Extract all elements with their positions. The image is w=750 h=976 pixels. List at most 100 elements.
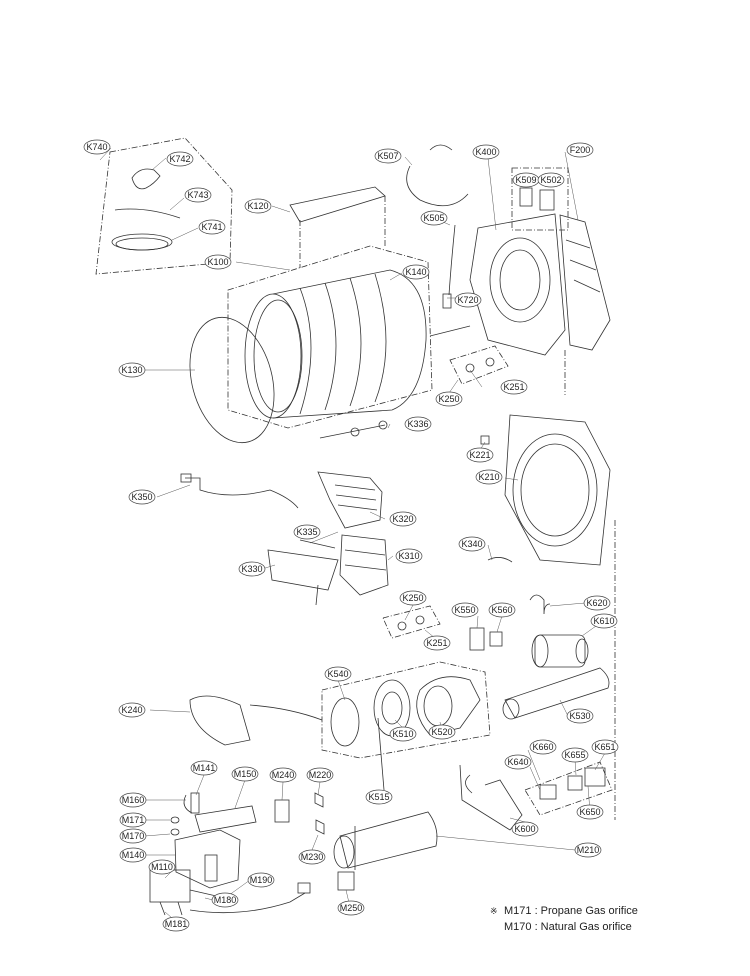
label-bubble xyxy=(435,391,463,407)
label-text: M110 xyxy=(151,862,173,872)
label-bubble xyxy=(148,859,176,875)
idler-group-outline xyxy=(524,761,613,816)
label-bubble xyxy=(566,708,594,724)
label-text: K509 xyxy=(515,175,536,185)
label-k651: K651 xyxy=(591,739,619,755)
label-bubble xyxy=(402,264,430,280)
label-text: M250 xyxy=(340,903,363,913)
label-k140: K140 xyxy=(402,264,430,280)
label-m110: M110 xyxy=(148,859,176,875)
note-symbol: ※ xyxy=(490,906,498,916)
label-m190: M190 xyxy=(247,872,275,888)
label-text: K515 xyxy=(368,792,389,802)
label-text: K221 xyxy=(469,450,490,460)
label-text: K540 xyxy=(327,669,348,679)
label-text: K120 xyxy=(247,201,268,211)
label-m170: M170 xyxy=(119,828,147,844)
label-k741: K741 xyxy=(198,219,226,235)
label-text: K742 xyxy=(169,154,190,164)
label-k510: K510 xyxy=(389,726,417,742)
label-k560: K560 xyxy=(488,602,516,618)
label-text: K560 xyxy=(491,605,512,615)
wire-harness-part xyxy=(406,144,469,207)
label-text: K340 xyxy=(461,539,482,549)
label-bubble xyxy=(488,602,516,618)
label-k120: K120 xyxy=(244,198,272,214)
label-bubble xyxy=(500,379,528,395)
label-k335: K335 xyxy=(293,524,321,540)
label-k320: K320 xyxy=(389,511,417,527)
label-text: K130 xyxy=(121,365,142,375)
label-f200: F200 xyxy=(566,142,594,158)
label-text: M160 xyxy=(122,795,145,805)
note-line-1: M171 : Propane Gas orifice xyxy=(504,905,638,917)
label-bubble xyxy=(119,792,147,808)
label-bubble xyxy=(423,635,451,651)
label-k130: K130 xyxy=(118,362,146,378)
propane-orifice-note: ※ M171 : Propane Gas orifice xyxy=(490,905,638,917)
label-bubble xyxy=(162,916,190,932)
label-bubble xyxy=(451,602,479,618)
label-k350: K350 xyxy=(128,489,156,505)
combustion-chamber-part xyxy=(339,811,438,869)
label-text: M140 xyxy=(122,850,145,860)
label-k336: K336 xyxy=(404,416,432,432)
label-text: M171 xyxy=(122,815,145,825)
exhaust-duct-part xyxy=(504,667,610,719)
label-text: K655 xyxy=(564,750,585,760)
label-text: M170 xyxy=(122,831,145,841)
label-text: K620 xyxy=(586,598,607,608)
label-k610: K610 xyxy=(590,613,618,629)
short-hose-part xyxy=(114,208,181,219)
air-duct-part xyxy=(189,695,251,746)
label-bubble xyxy=(306,767,334,783)
baffle-part xyxy=(289,186,386,223)
label-bubble xyxy=(454,292,482,308)
label-k100: K100 xyxy=(204,254,232,270)
k740-group-outline xyxy=(95,137,233,275)
label-bubble xyxy=(389,726,417,742)
label-k400: K400 xyxy=(472,144,500,160)
label-bubble xyxy=(269,767,297,783)
label-text: K251 xyxy=(503,382,524,392)
label-bubble xyxy=(118,362,146,378)
label-bubble xyxy=(475,469,503,485)
label-k210: K210 xyxy=(475,469,503,485)
switch-group-outline xyxy=(511,167,569,231)
lower-bearing-group-outline xyxy=(382,605,441,639)
label-bubble xyxy=(591,739,619,755)
label-bubble xyxy=(472,144,500,160)
label-bubble xyxy=(428,724,456,740)
label-k330: K330 xyxy=(238,561,266,577)
label-text: M240 xyxy=(272,770,295,780)
label-m250: M250 xyxy=(337,900,365,916)
label-bubble xyxy=(576,804,604,820)
label-bubble xyxy=(211,892,239,908)
label-k250b: K250 xyxy=(399,590,427,606)
label-bubble xyxy=(118,702,146,718)
label-m171: M171 xyxy=(119,812,147,828)
label-bubble xyxy=(166,151,194,167)
label-text: K240 xyxy=(121,705,142,715)
drum-body xyxy=(272,269,427,419)
label-bubble xyxy=(298,849,326,865)
label-bubble xyxy=(238,561,266,577)
drum-group-outline xyxy=(227,245,433,429)
label-m180: M180 xyxy=(211,892,239,908)
label-text: K505 xyxy=(423,213,444,223)
label-m230: M230 xyxy=(298,849,326,865)
label-bubble xyxy=(198,219,226,235)
label-text: K336 xyxy=(407,419,428,429)
label-text: K250 xyxy=(438,394,459,404)
label-bubble xyxy=(337,900,365,916)
label-text: K400 xyxy=(475,147,496,157)
drum-seal-part xyxy=(189,316,275,444)
label-m220: M220 xyxy=(306,767,334,783)
label-m240: M240 xyxy=(269,767,297,783)
label-bubble xyxy=(504,754,532,770)
label-text: K251 xyxy=(426,638,447,648)
drum-front-ring xyxy=(244,293,302,419)
motor-part xyxy=(534,634,586,668)
label-bubble xyxy=(204,254,232,270)
natural-gas-orifice-note: M170 : Natural Gas orifice xyxy=(490,921,632,933)
